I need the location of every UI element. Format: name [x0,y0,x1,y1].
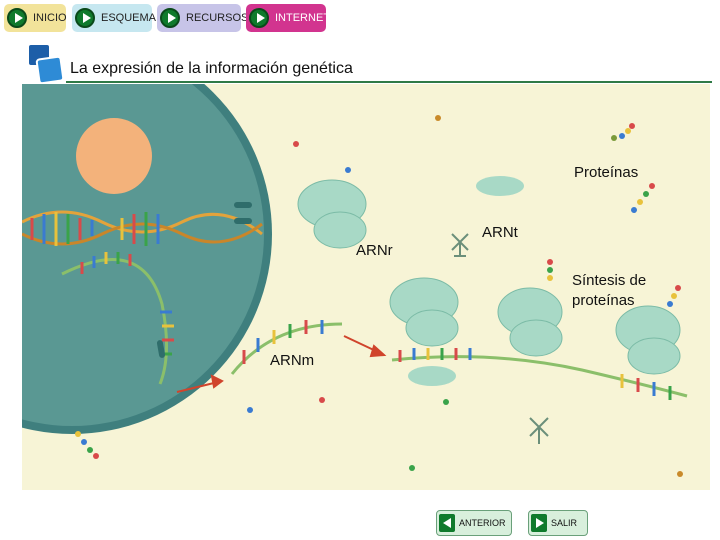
ribosome [497,287,563,357]
nucleolus [76,118,152,194]
nuclear-pore [234,218,252,224]
page-title: La expresión de la información genética [70,60,353,77]
gene-expression-illustration: Proteínas ARNt ARNr Síntesis de proteína… [22,84,710,490]
mrna-fragment-bases [242,320,324,364]
nav-internet-button[interactable]: INTERNET [246,4,330,32]
play-icon [160,8,180,28]
nav-internet-label: INTERNET [275,12,330,24]
ribosome-subunit [476,176,524,196]
play-icon [7,8,27,28]
label-sintesis-line1: Síntesis de [572,272,647,289]
nuclear-pore [234,202,252,208]
section-icon [27,43,65,85]
ribosome [389,277,459,347]
label-arnt: ARNt [482,224,518,241]
nav-esquema-button[interactable]: ESQUEMA [72,4,156,32]
nav-recursos-button[interactable]: RECURSOS [157,4,248,32]
flow-arrow [343,335,387,358]
mrna-bases [80,252,174,356]
mrna-strand-nucleus [61,258,168,385]
label-sintesis-line2: proteínas [572,292,635,309]
mrna-fragment [230,322,343,375]
mrna-translation-bases [398,348,672,400]
flow-arrow [176,374,224,393]
play-icon [75,8,95,28]
label-arnm: ARNm [270,352,315,369]
protein-chain [75,123,681,459]
ribosome [615,305,681,375]
anterior-button[interactable]: ANTERIOR [436,510,512,536]
back-arrow-icon [439,514,455,532]
label-proteinas: Proteínas [574,164,639,181]
nav-recursos-label: RECURSOS [186,12,249,24]
nav-esquema-label: ESQUEMA [101,12,157,24]
nav-inicio-button[interactable]: INICIO [4,4,67,32]
salir-label: SALIR [551,518,578,528]
free-amino-acid [247,115,683,477]
title-divider [66,81,712,83]
dna-helix [22,210,263,246]
ribosome [297,179,367,249]
nuclear-pore [156,340,166,358]
play-icon [249,8,269,28]
dna-rungs [30,212,160,246]
label-arnr: ARNr [356,242,393,259]
trna [451,233,549,444]
salir-button[interactable]: SALIR [528,510,588,536]
exit-arrow-icon [531,514,547,532]
anterior-label: ANTERIOR [459,518,506,528]
ribosome-subunit [408,366,456,386]
nav-inicio-label: INICIO [33,12,67,24]
